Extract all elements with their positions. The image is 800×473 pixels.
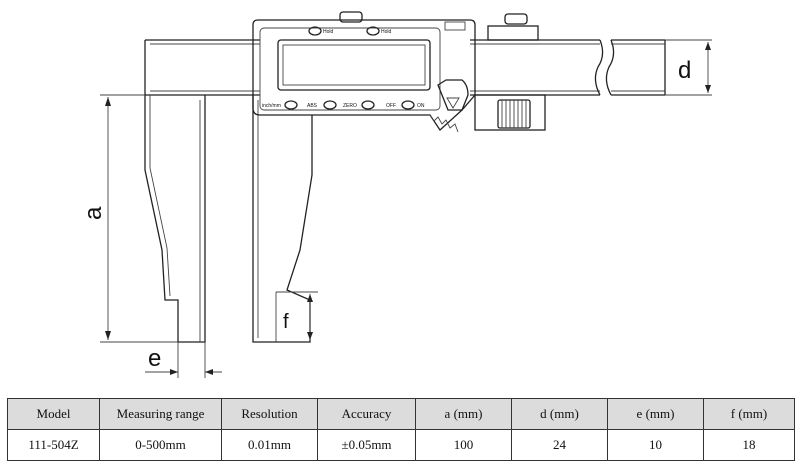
cell-measuring-range: 0-500mm xyxy=(99,429,222,461)
movable-jaw xyxy=(252,95,313,343)
fixed-jaw xyxy=(144,95,206,343)
header-d: d (mm) xyxy=(511,398,608,430)
cell-resolution: 0.01mm xyxy=(221,429,318,461)
spec-table: Model Measuring range Resolution Accurac… xyxy=(7,398,795,461)
cell-model: 111-504Z xyxy=(7,429,100,461)
cell-e: 10 xyxy=(607,429,704,461)
zero-button xyxy=(361,100,375,110)
header-a: a (mm) xyxy=(415,398,512,430)
button-label: OFF xyxy=(386,103,396,109)
button-label: inch/mm xyxy=(262,103,281,109)
dimension-f: f xyxy=(276,291,318,340)
cell-a: 100 xyxy=(415,429,512,461)
table-row: 111-504Z 0-500mm 0.01mm ±0.05mm 100 24 1… xyxy=(7,429,795,461)
cell-f: 18 xyxy=(703,429,795,461)
on-off-button xyxy=(401,100,415,110)
dimension-e: e xyxy=(145,342,222,378)
caliper-beam xyxy=(144,39,666,96)
cell-accuracy: ±0.05mm xyxy=(317,429,416,461)
dimension-d: d xyxy=(665,39,712,96)
slider-buttons: Hold Hold inch/mm ABS ZERO OFF ON xyxy=(262,26,425,110)
caliper-drawing: Hold Hold inch/mm ABS ZERO OFF ON a d xyxy=(80,11,712,378)
button-label: ON xyxy=(417,103,425,109)
button-label: Hold xyxy=(323,29,334,35)
dimension-label-a: a xyxy=(80,206,107,220)
button-label: ZERO xyxy=(343,103,357,109)
inch-mm-button xyxy=(284,100,298,110)
dimension-label-f: f xyxy=(283,311,289,333)
header-f: f (mm) xyxy=(703,398,795,430)
button-label: ABS xyxy=(307,103,318,109)
dimension-a: a xyxy=(80,94,178,343)
dimension-label-d: d xyxy=(678,57,691,84)
header-resolution: Resolution xyxy=(221,398,318,430)
table-header-row: Model Measuring range Resolution Accurac… xyxy=(7,398,795,430)
header-accuracy: Accuracy xyxy=(317,398,416,430)
abs-button xyxy=(323,100,337,110)
lcd-display xyxy=(277,39,431,91)
dimension-label-e: e xyxy=(148,345,161,372)
cell-d: 24 xyxy=(511,429,608,461)
hold-button xyxy=(366,26,380,36)
header-measuring-range: Measuring range xyxy=(99,398,222,430)
header-model: Model xyxy=(7,398,100,430)
slider-body xyxy=(252,11,539,133)
header-e: e (mm) xyxy=(607,398,704,430)
hold-button xyxy=(308,26,322,36)
button-label: Hold xyxy=(381,29,392,35)
thumb-wheel xyxy=(474,94,546,131)
